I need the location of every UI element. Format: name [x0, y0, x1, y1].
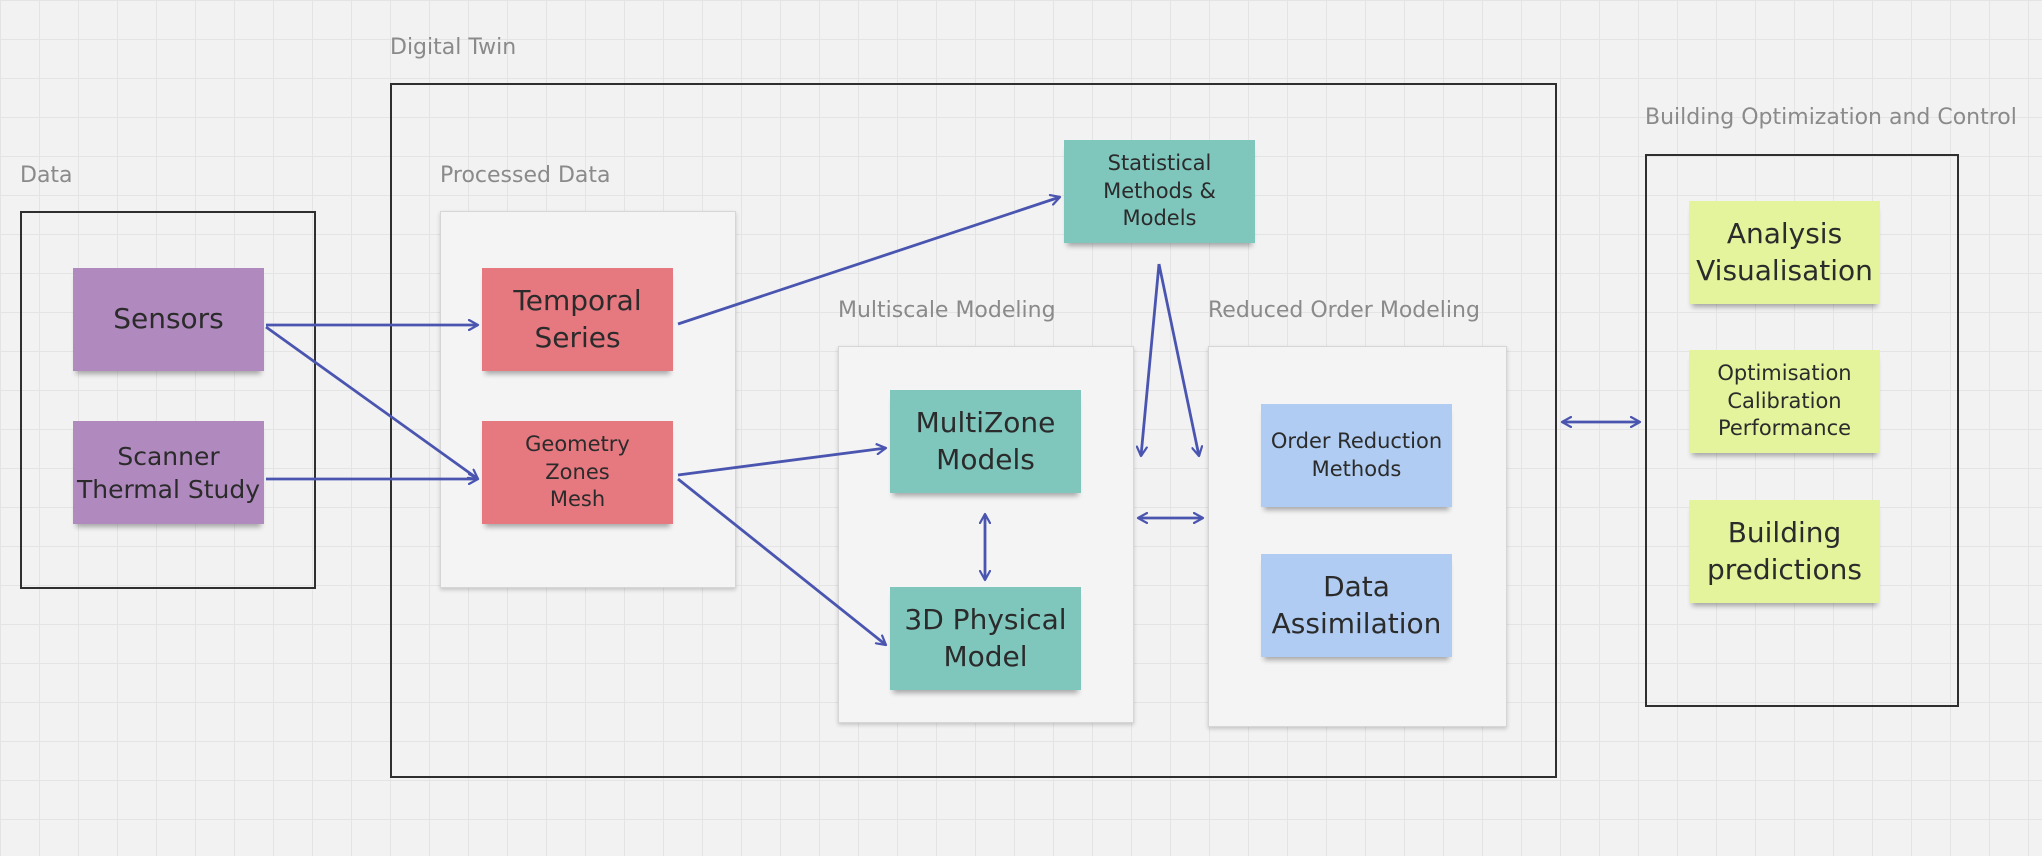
geometry-zones-mesh-note[interactable]: Geometry Zones Mesh [482, 421, 673, 524]
order-reduction-methods-note[interactable]: Order Reduction Methods [1261, 404, 1452, 507]
processed-data-label: Processed Data [440, 163, 611, 188]
building-optimization-frame-label: Building Optimization and Control [1645, 105, 2017, 130]
data-frame-label: Data [20, 163, 73, 188]
scanner-thermal-study-note[interactable]: Scanner Thermal Study [73, 421, 264, 524]
3d-physical-model-note[interactable]: 3D Physical Model [890, 587, 1081, 690]
temporal-series-note[interactable]: Temporal Series [482, 268, 673, 371]
data-assimilation-note[interactable]: Data Assimilation [1261, 554, 1452, 657]
building-optimization-frame[interactable] [1645, 154, 1959, 707]
digital-twin-frame-label: Digital Twin [390, 35, 517, 60]
optimisation-calibration-performance-note[interactable]: Optimisation Calibration Performance [1689, 350, 1880, 453]
statistical-methods-note[interactable]: Statistical Methods & Models [1064, 140, 1255, 243]
analysis-visualisation-note[interactable]: Analysis Visualisation [1689, 201, 1880, 304]
building-predictions-note[interactable]: Building predictions [1689, 500, 1880, 603]
reduced-order-modeling-label: Reduced Order Modeling [1208, 298, 1480, 323]
sensors-note[interactable]: Sensors [73, 268, 264, 371]
multizone-models-note[interactable]: MultiZone Models [890, 390, 1081, 493]
